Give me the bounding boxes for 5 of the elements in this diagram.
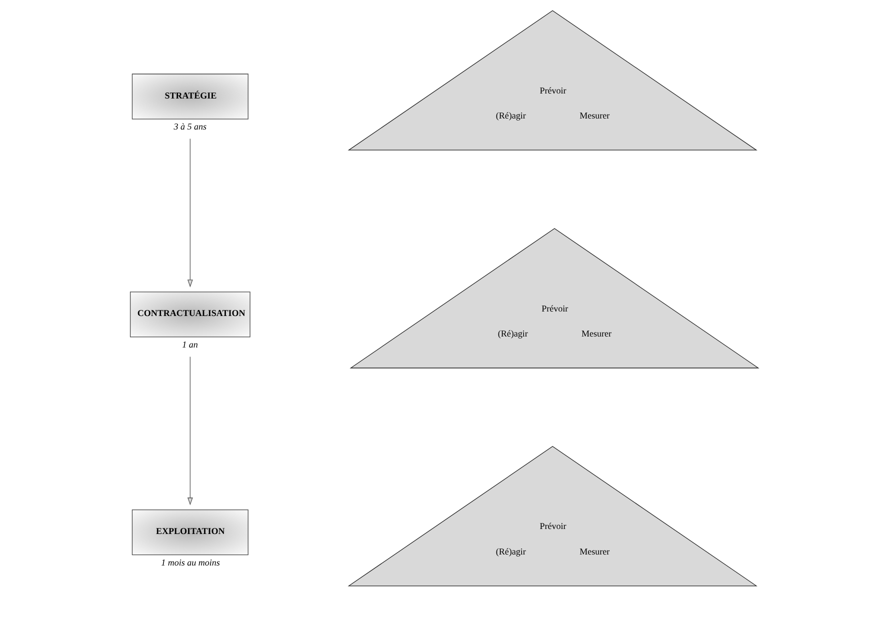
node-label: 1 an <box>182 339 198 350</box>
arrow <box>186 356 192 506</box>
arrow <box>186 138 192 288</box>
node-label: 1 mois au moins <box>160 557 220 568</box>
node-label: 3 à 5 ans <box>173 121 206 132</box>
